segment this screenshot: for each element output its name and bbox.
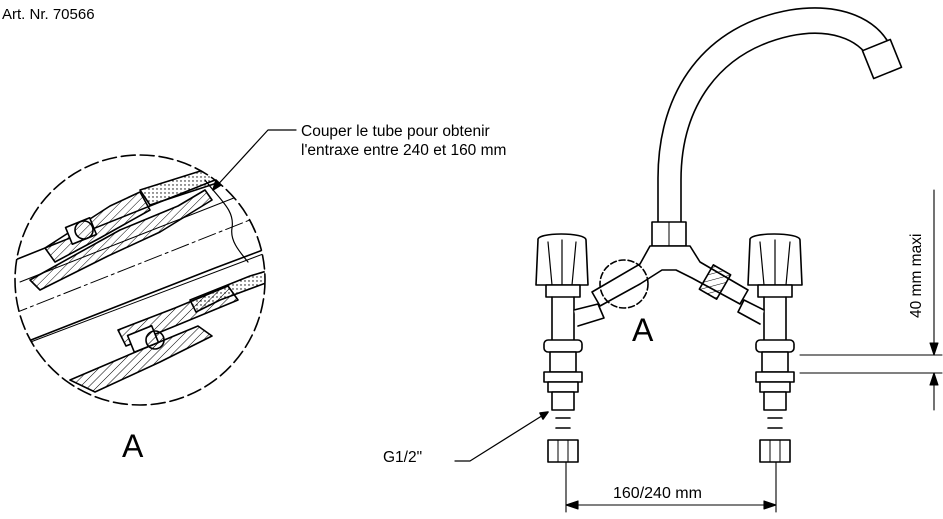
thread-leader — [454, 411, 549, 462]
note-arrow — [212, 179, 222, 191]
upper-o-ring — [74, 220, 94, 240]
left-valve — [535, 233, 605, 463]
span-dimension-lines — [565, 461, 777, 513]
cut-note-line1: Couper le tube pour obtenir — [301, 123, 490, 140]
thread-size-label: G1/2" — [383, 449, 423, 466]
detail-label: A — [122, 428, 144, 464]
note-leader — [212, 129, 297, 191]
aerator — [861, 38, 903, 80]
height-dimension-lines — [799, 189, 943, 411]
thread-arrow — [539, 411, 549, 420]
cut-note: Couper le tube pour obtenir l'entraxe en… — [301, 122, 506, 160]
right-valve — [737, 233, 803, 463]
max-height-dimension-label: 40 mm maxi — [908, 233, 925, 318]
centerline — [15, 209, 265, 316]
upper-nut — [29, 189, 213, 291]
cut-line — [204, 179, 249, 263]
spout-outer — [657, 7, 894, 229]
lower-o-ring — [145, 330, 165, 350]
tube-lower-edge — [15, 235, 265, 357]
spout-inner — [680, 32, 871, 229]
faucet-assembly — [535, 7, 903, 463]
detail-a-section — [14, 154, 266, 406]
detail-marker-label: A — [632, 312, 654, 348]
cut-note-line2: l'entraxe entre 240 et 160 mm — [301, 142, 507, 159]
lower-thread — [189, 269, 265, 313]
span-dimension-label: 160/240 mm — [613, 485, 702, 502]
article-number: Art. Nr. 70566 — [2, 6, 95, 23]
detail-a-marker-circle — [599, 259, 649, 309]
union-thread — [698, 264, 732, 300]
upper-collar — [44, 191, 151, 263]
